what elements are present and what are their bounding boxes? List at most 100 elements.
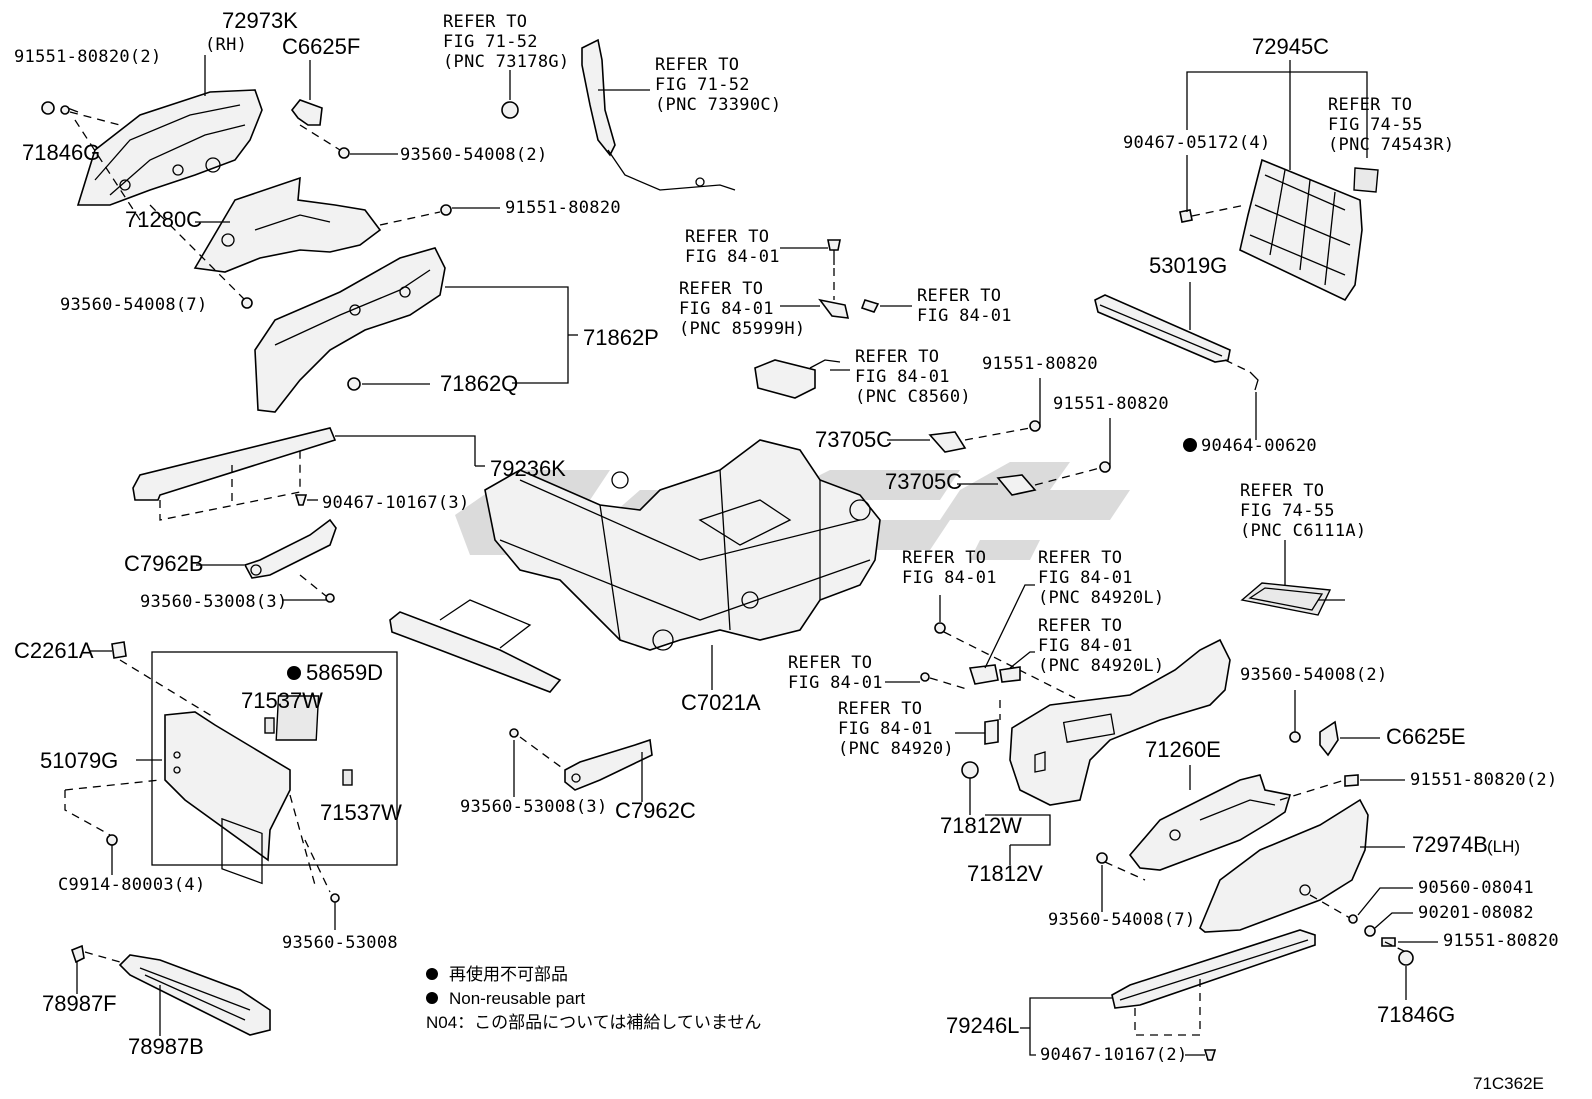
part-number-label: 72974B <box>1412 832 1488 857</box>
screw-icon <box>60 105 70 115</box>
figure-code: 71C362E <box>1473 1074 1544 1093</box>
legend-en-text: Non-reusable part <box>449 989 585 1008</box>
scuff-plate-79246l <box>1111 929 1316 1009</box>
part-number-label: 93560-54008(2) <box>400 145 548 165</box>
part-number-label: 79236K <box>490 456 566 481</box>
part-number-label: 71260E <box>1145 737 1221 762</box>
part-number-label: 71862Q <box>440 371 518 396</box>
side-cover-71260e <box>1009 638 1231 806</box>
part-number-label: 53019G <box>1149 253 1227 278</box>
part-number-label: 93560-54008(7) <box>1048 910 1196 930</box>
scuff-plate-79236k <box>132 427 337 501</box>
part-number-label: 73705C <box>885 469 962 494</box>
part-number-label: 78987B <box>128 1034 204 1059</box>
part-number-label: 91551-80820 <box>1053 394 1169 414</box>
part-number-label: 71812V <box>967 861 1043 886</box>
part-number-label: 73705C <box>815 427 892 452</box>
side-cover-lh-72974b <box>1199 798 1369 933</box>
part-number-label: 71812W <box>940 813 1022 838</box>
part-number-label: 90467-10167(3) <box>322 493 470 513</box>
bracket-73705c-a <box>928 431 967 453</box>
bracket-c7962b <box>243 518 337 579</box>
part-number-label: C6625E <box>1386 724 1466 749</box>
seat-frame-c7021a <box>389 439 881 693</box>
bracket-73705c-b <box>996 474 1037 496</box>
part-number-label: 93560-53008(3) <box>140 592 288 612</box>
clip-icon <box>41 101 55 115</box>
part-number-label: 93560-54008(2) <box>1240 665 1388 685</box>
part-number-label: C9914-80003(4) <box>58 875 206 895</box>
part-number-label: 51079G <box>40 748 118 773</box>
bracket-c7962c <box>564 738 653 791</box>
part-number-label: 90467-10167(2) <box>1040 1045 1188 1065</box>
part-number-label: 90467-05172(4) <box>1123 133 1271 153</box>
part-number-label: 93560-54008(7) <box>60 295 208 315</box>
part-number-label: C7962B <box>124 551 204 576</box>
plug-icon <box>501 101 519 119</box>
part-number-label: C2261A <box>14 638 94 663</box>
non-reusable-dot <box>1183 438 1197 452</box>
part-number-label: 91551-80820(2) <box>1410 770 1558 790</box>
part-number-label: 71862P <box>583 325 659 350</box>
legend-dot-en <box>426 992 438 1004</box>
part-number-label: C6625F <box>282 34 360 59</box>
panel-51079g <box>164 711 291 885</box>
label-71537w-a <box>264 717 275 734</box>
part-number-label: (LH) <box>1487 837 1520 856</box>
rail-cover-53019g <box>1094 294 1231 363</box>
part-number-label: 90201-08082 <box>1418 903 1534 923</box>
clip-c2261a <box>111 641 127 659</box>
insulator-lh <box>1128 774 1292 871</box>
seatbelt-guide <box>581 38 736 191</box>
part-number-label: C7021A <box>681 690 761 715</box>
insulator-71280c <box>193 176 382 273</box>
part-number-label: (RH) <box>205 35 247 55</box>
bracket-c6625e <box>1319 720 1339 757</box>
part-number-label: 79246L <box>946 1013 1019 1038</box>
clip-71812w <box>961 761 979 779</box>
part-number-label: 71846G <box>22 140 100 165</box>
part-number-label: C7962C <box>615 798 696 823</box>
bracket-c6625f <box>290 99 323 126</box>
part-number-labels: 72973K(RH) 91551-80820(2) 71846G C6625F 9356… <box>14 8 1559 1065</box>
part-number-label: 93560-53008 <box>282 933 398 953</box>
legend-n04-text: N04：この部品については補給していません <box>426 1013 761 1032</box>
part-number-label: 91551-80820 <box>505 198 621 218</box>
side-cover-rh <box>76 89 263 206</box>
cover-78987b <box>118 954 271 1036</box>
legend-jp-text: 再使用不可部品 <box>449 964 568 984</box>
part-number-label: 71537W <box>241 688 323 713</box>
group-box-51079g <box>151 651 398 866</box>
part-number-label: 91551-80820(2) <box>14 47 162 67</box>
part-number-label: 72973K <box>222 8 298 33</box>
seatback-pocket-72945c <box>1239 158 1363 302</box>
part-number-label: 91551-80820 <box>982 354 1098 374</box>
part-number-label: 58659D <box>306 660 383 685</box>
part-number-label: 91551-80820 <box>1443 931 1559 951</box>
label-74543r <box>1353 167 1379 193</box>
ecu-module <box>754 359 816 399</box>
part-number-label: 71280C <box>125 207 202 232</box>
mat-c6111a <box>1240 582 1345 616</box>
legend-dot-jp <box>426 968 438 980</box>
part-number-label: 72945C <box>1252 34 1329 59</box>
label-71537w-b <box>342 769 353 786</box>
part-number-label: 71846G <box>1377 1002 1455 1027</box>
part-number-label: 93560-53008(3) <box>460 797 608 817</box>
part-number-label: 90464-00620 <box>1201 436 1317 456</box>
